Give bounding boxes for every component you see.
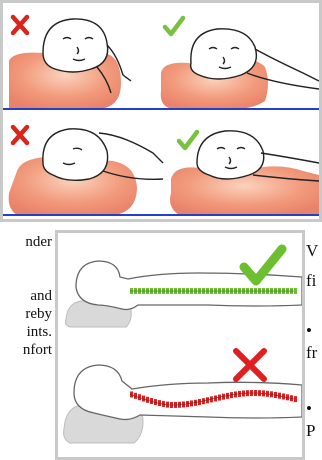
text-line: P: [306, 422, 315, 440]
row-aligned: [66, 249, 303, 327]
spine-alignment-panel: [55, 230, 305, 460]
row-misaligned: [64, 351, 302, 443]
cross-icon: [236, 351, 264, 379]
text-line: ints.: [27, 324, 52, 340]
row-2: [3, 127, 319, 215]
cross-icon: [13, 17, 27, 33]
pillow-comparison-illustration: [3, 3, 319, 219]
text-line: nfort: [23, 342, 52, 358]
left-text-column: nder and reby ints. nfort: [0, 230, 52, 460]
check-icon: [165, 18, 183, 34]
text-line: fi: [306, 272, 316, 290]
text-line: V: [306, 242, 318, 260]
cross-icon: [13, 127, 27, 143]
row-1: [3, 17, 319, 109]
check-icon: [179, 132, 197, 148]
text-line: •: [306, 400, 312, 418]
text-line: nder: [25, 234, 52, 250]
vertebra: [294, 288, 297, 294]
spine-alignment-illustration: [58, 233, 302, 457]
text-line: reby: [25, 306, 52, 322]
text-line: fr: [306, 344, 317, 362]
pillow-comparison-panel: [0, 0, 322, 222]
right-text-column: V fi • fr • P: [306, 230, 322, 460]
text-line: •: [306, 322, 312, 340]
text-line: and: [30, 288, 52, 304]
vertebra: [294, 396, 297, 402]
